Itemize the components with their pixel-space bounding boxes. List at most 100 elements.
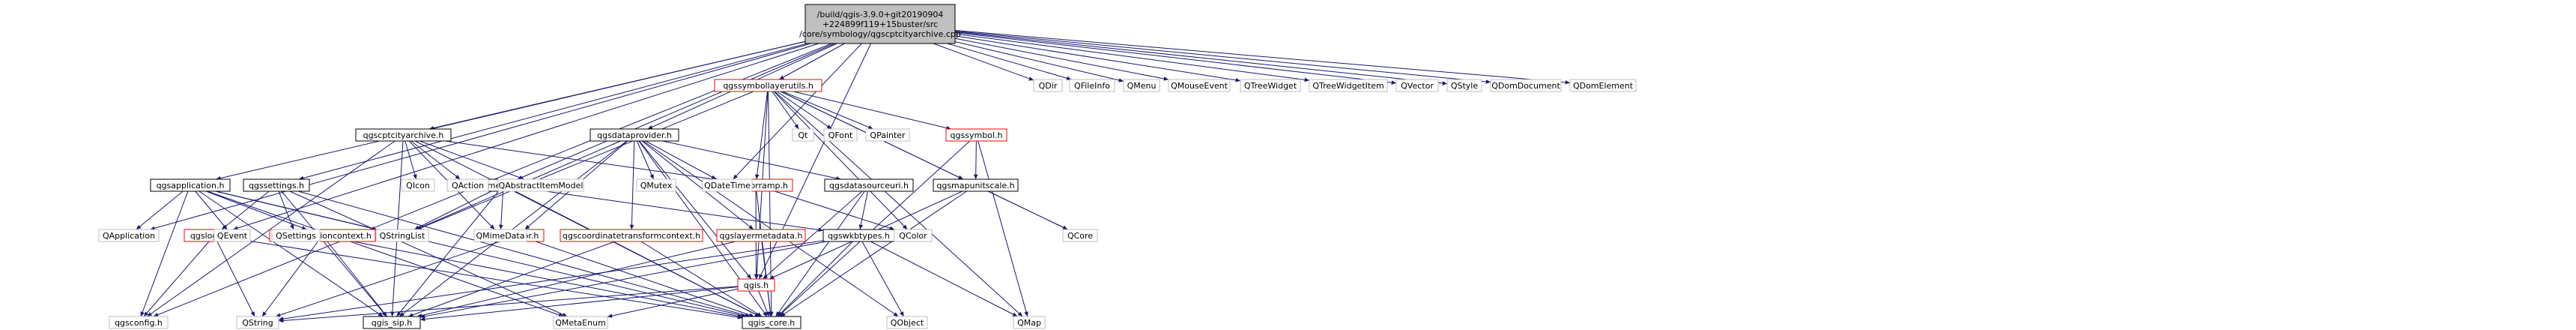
edge-root-to-QTreeWidget (954, 35, 1241, 82)
edge-qgslogger_h-to-qgis_core_h (243, 239, 743, 320)
edge-qgis_h-to-QMetaEnum (607, 288, 739, 318)
edge-root-to-QVector (954, 32, 1397, 85)
node-box (213, 229, 251, 242)
edge-qgsdataprovider_h-to-qgis_sip_h (399, 140, 627, 317)
node-qgsmapunitscale_h[interactable]: qgsmapunitscale.h (933, 178, 1019, 192)
edge-qgswkbtypes_h-to-QObject (861, 241, 904, 317)
edge-qgssymbol_h-to-QMap (978, 140, 1028, 317)
node-qgis_core_h[interactable]: qgis_core.h (742, 316, 801, 329)
node-box (98, 229, 160, 242)
edge-qgsapplication_h-to-QApplication (136, 190, 184, 230)
node-QDomDocument: QDomDocument (1490, 79, 1562, 92)
edge-root-to-QDir (933, 43, 1034, 81)
node-label: QTreeWidget (1244, 81, 1297, 91)
edge-qgsmimedatautils_h-to-QMimeData (499, 190, 504, 230)
node-QTreeWidget: QTreeWidget (1240, 79, 1301, 92)
edge-qgscoordinatetransformcontext_h-to-qgis_core_h (640, 241, 763, 317)
edge-qgis_h-to-qgis_core_h (758, 290, 770, 317)
edge-root-to-QDomElement (954, 29, 1571, 85)
node-QString: QString (236, 316, 279, 329)
node-qgssymbollayerutils_h[interactable]: qgssymbollayerutils.h (714, 79, 822, 92)
edge-root-to-qgssettings_h (298, 43, 807, 181)
edge-qgstranslationcontext_h-to-QString (261, 241, 318, 317)
node-qgswkbtypes_h[interactable]: qgswkbtypes.h (822, 229, 895, 242)
node-QColor: QColor (894, 229, 933, 242)
node-QDir: QDir (1033, 79, 1063, 92)
node-label: QMap (1017, 318, 1041, 328)
node-QApplication: QApplication (98, 229, 160, 242)
node-Qt: Qt (792, 128, 814, 142)
edge-root-to-qgsapplication_h (216, 40, 806, 181)
node-QFont: QFont (823, 128, 858, 142)
node-QEvent: QEvent (213, 229, 251, 242)
edge-root-to-QDomDocument (954, 31, 1491, 84)
node-QObject: QObject (886, 316, 928, 329)
node-qgis_sip_h[interactable]: qgis_sip.h (363, 316, 421, 329)
edge-qgslogger_h-to-qgsconfig_h (143, 241, 210, 317)
node-QMouseEvent: QMouseEvent (1168, 79, 1231, 92)
node-box (150, 178, 231, 192)
node-box (497, 178, 584, 192)
node-label: Qt (798, 130, 809, 140)
node-label: QDomDocument (1491, 81, 1560, 91)
node-qgis_h[interactable]: qgis.h (737, 278, 775, 292)
node-box (1446, 79, 1482, 92)
edge-qgsdatasourceuri_h-to-qgis_core_h (775, 190, 865, 317)
edge-qgssymbollayerutils_h-to-QPainter (782, 91, 873, 130)
node-label: /core/symbology/qgscptcityarchive.cpp (799, 29, 961, 39)
edge-qgssymbollayerutils_h-to-qgscolorramp_h (754, 91, 769, 180)
node-qgsdataprovider_h[interactable]: qgsdataprovider.h (590, 128, 679, 142)
node-QStringList: QStringList (375, 229, 429, 242)
node-QMetaEnum: QMetaEnum (553, 316, 608, 329)
edge-qgscoordinatetransformcontext_h-to-qgis_sip_h (407, 241, 616, 317)
edge-qgslogger_h-to-QString (216, 241, 255, 317)
node-box (1033, 79, 1063, 92)
edge-qgssymbollayerutils_h-to-qgssymbol_h (793, 91, 951, 130)
edge-qgsapplication_h-to-QEvent (195, 190, 228, 230)
edge-qgsdataprovider_h-to-qgis_h (639, 140, 752, 280)
node-box (714, 79, 822, 92)
edge-qgsdataprovider_h-to-qgscoordinatetransformcontext_h (629, 140, 635, 230)
node-qgssymbol_h[interactable]: qgssymbol.h (945, 128, 1007, 142)
node-box (553, 316, 608, 329)
node-label: QApplication (103, 231, 155, 241)
edge-qgssymbollayerutils_h-to-QMap (774, 91, 1023, 317)
node-qgscptcityarchive_h[interactable]: qgscptcityarchive.h (355, 128, 452, 142)
node-box (1062, 229, 1098, 242)
edge-qgstranslationcontext_h-to-qgis_core_h (353, 241, 743, 319)
edge-root-to-QFileInfo (947, 43, 1072, 80)
edge-root-to-qgslogger_h (233, 43, 819, 230)
edge-qgsapplication_h-to-qgsconfig_h (140, 190, 189, 317)
node-box (804, 4, 956, 44)
node-label: QMouseEvent (1171, 81, 1228, 91)
node-label: qgsapplication.h (157, 181, 225, 190)
node-label: qgswkbtypes.h (828, 231, 890, 241)
node-qgssettings_h[interactable]: qgssettings.h (243, 178, 310, 192)
node-label: QDateTime (704, 181, 751, 190)
edge-qgsdataprovider_h-to-QMutex (637, 140, 654, 180)
edge-qgsdataprovider_h-to-QDateTime (645, 140, 717, 180)
node-QDomElement: QDomElement (1569, 79, 1637, 92)
edge-qgscptcityarchive_h-to-qgsconfig_h (147, 140, 396, 317)
node-box (702, 178, 753, 192)
node-label: QObject (891, 318, 924, 328)
node-QAbstractItemModel: QAbstractItemModel (497, 178, 584, 192)
node-qgsapplication_h[interactable]: qgsapplication.h (150, 178, 231, 192)
node-box (375, 229, 429, 242)
node-label: QStyle (1451, 81, 1479, 91)
edge-qgssettings_h-to-qgis_core_h (297, 190, 751, 318)
node-qgscoordinatetransformcontext_h[interactable]: qgscoordinatetransformcontext.h (560, 229, 703, 242)
edge-qgssymbollayerutils_h-to-QColor (773, 91, 908, 230)
node-qgslayermetadata_h[interactable]: qgslayermetadata.h (716, 229, 806, 242)
node-label: QAbstractItemModel (499, 181, 584, 190)
edge-qgssettings_h-to-QSettings (278, 190, 294, 230)
node-label: QMenu (1127, 81, 1157, 91)
node-label: qgslayermetadata.h (720, 231, 803, 241)
node-box (1013, 316, 1046, 329)
edge-qgsmimedatautils_h-to-QStringList (413, 190, 492, 230)
node-box (1309, 79, 1388, 92)
edge-qgssymbollayerutils_h-to-QFont (776, 91, 832, 130)
node-QTreeWidgetItem: QTreeWidgetItem (1309, 79, 1388, 92)
node-root: /build/qgis-3.9.0+git20190904+224899f119… (799, 4, 961, 44)
node-qgsdatasourceuri_h[interactable]: qgsdatasourceuri.h (824, 178, 914, 192)
